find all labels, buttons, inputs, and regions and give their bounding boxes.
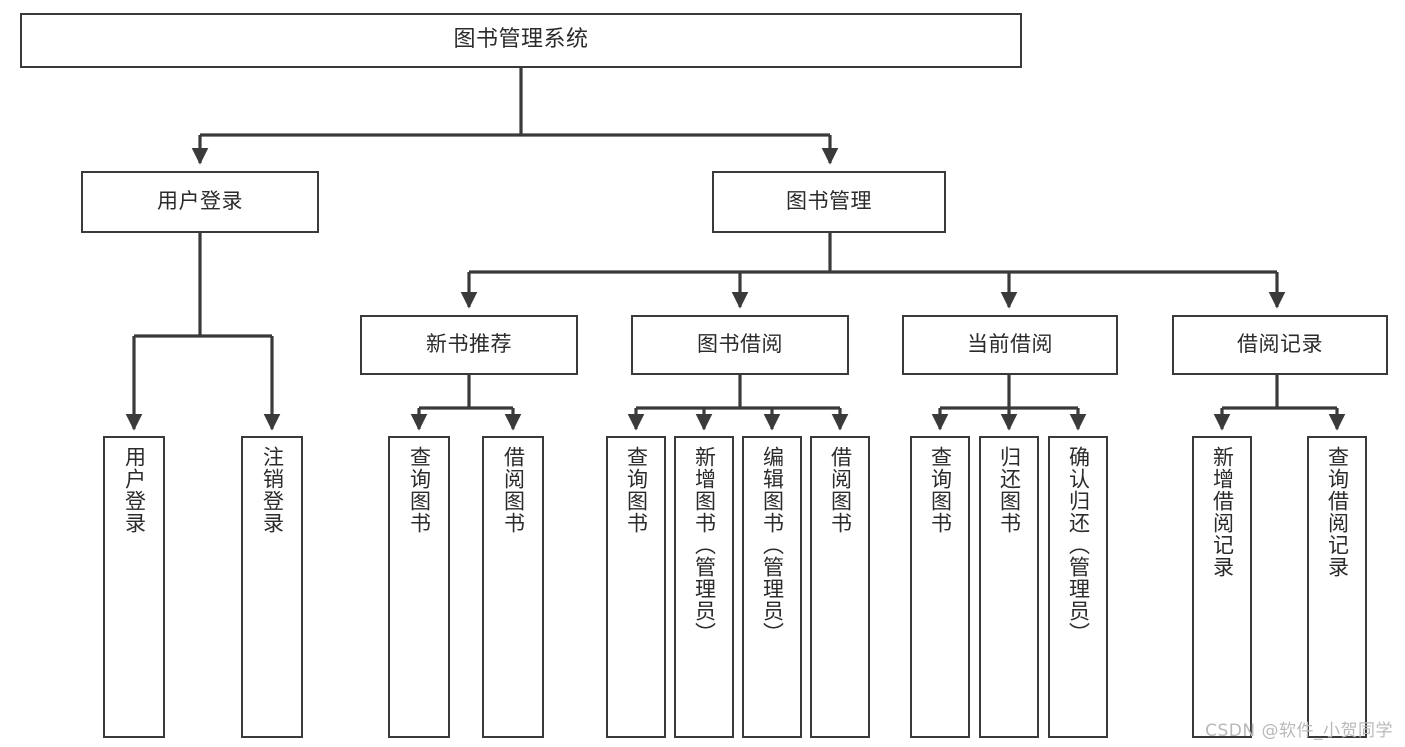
node-leaf-borrow-borrow-book-label: 借阅图书 [828,446,853,534]
node-current-borrow-label: 当前借阅 [967,332,1053,357]
node-leaf-borrow-add-book-label: 新增图书（管理员） [692,446,717,644]
node-leaf-user-login-label: 用户登录 [122,446,147,534]
node-book-manage[interactable]: 图书管理 [712,171,946,233]
node-leaf-borrow-query-book-label: 查询图书 [624,446,649,534]
node-leaf-recommend-borrow-book-label: 借阅图书 [501,446,526,534]
node-leaf-current-query-book[interactable]: 查询图书 [910,436,970,738]
node-leaf-borrow-edit-book[interactable]: 编辑图书（管理员） [742,436,802,738]
node-new-book-recommend-label: 新书推荐 [426,332,512,357]
node-root-system-label: 图书管理系统 [453,27,589,53]
node-leaf-current-return-book[interactable]: 归还图书 [979,436,1039,738]
node-root-system[interactable]: 图书管理系统 [20,13,1022,68]
node-leaf-borrow-query-book[interactable]: 查询图书 [606,436,666,738]
node-leaf-record-query[interactable]: 查询借阅记录 [1307,436,1367,738]
node-new-book-recommend[interactable]: 新书推荐 [360,315,578,375]
node-leaf-user-logout-label: 注销登录 [260,446,285,534]
node-leaf-record-add[interactable]: 新增借阅记录 [1192,436,1252,738]
node-leaf-current-query-book-label: 查询图书 [928,446,953,534]
csdn-watermark: CSDN @软件_小贺同学 [1205,721,1393,741]
node-leaf-recommend-query-book[interactable]: 查询图书 [388,436,450,738]
node-book-manage-label: 图书管理 [786,189,872,214]
node-leaf-record-query-label: 查询借阅记录 [1325,446,1350,578]
node-leaf-user-logout[interactable]: 注销登录 [241,436,303,738]
node-leaf-recommend-borrow-book[interactable]: 借阅图书 [482,436,544,738]
node-leaf-recommend-query-book-label: 查询图书 [407,446,432,534]
node-borrow-record[interactable]: 借阅记录 [1172,315,1388,375]
node-leaf-borrow-edit-book-label: 编辑图书（管理员） [760,446,785,644]
node-book-borrow[interactable]: 图书借阅 [631,315,849,375]
node-leaf-user-login[interactable]: 用户登录 [103,436,165,738]
node-current-borrow[interactable]: 当前借阅 [902,315,1118,375]
node-leaf-record-add-label: 新增借阅记录 [1210,446,1235,578]
node-leaf-current-return-book-label: 归还图书 [997,446,1022,534]
node-user-login-label: 用户登录 [157,189,243,214]
node-book-borrow-label: 图书借阅 [697,332,783,357]
node-user-login[interactable]: 用户登录 [81,171,319,233]
node-leaf-borrow-add-book[interactable]: 新增图书（管理员） [674,436,734,738]
node-leaf-current-confirm-return[interactable]: 确认归还（管理员） [1048,436,1108,738]
node-borrow-record-label: 借阅记录 [1237,332,1323,357]
node-leaf-borrow-borrow-book[interactable]: 借阅图书 [810,436,870,738]
node-leaf-current-confirm-return-label: 确认归还（管理员） [1066,446,1091,644]
